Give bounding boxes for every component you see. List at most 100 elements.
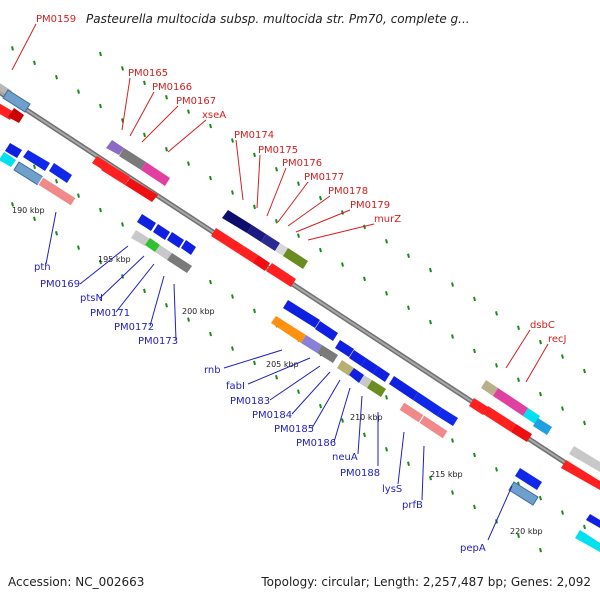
scale-label: 210 kbp: [350, 413, 383, 422]
gene-label-PM0186: PM0186: [296, 438, 336, 449]
tick-mark: [385, 239, 388, 244]
tick-mark: [275, 219, 278, 224]
gene-label-pth: pth: [34, 262, 51, 273]
tick-mark: [473, 296, 476, 302]
gene-block: [2, 89, 31, 113]
tick-mark: [429, 267, 432, 273]
gene-label-PM0167: PM0167: [176, 96, 216, 107]
tick-mark: [539, 495, 542, 501]
tick-mark: [209, 123, 212, 129]
bottom-leader-lines: [45, 211, 513, 541]
tick-mark: [11, 46, 14, 51]
tick-mark: [33, 216, 36, 222]
gene-block: [569, 446, 600, 472]
tick-mark: [539, 391, 542, 397]
gene-block: [481, 380, 498, 396]
gene-block: [389, 376, 418, 400]
gene-block: [349, 368, 364, 383]
gene-block: [275, 243, 288, 256]
gene-track-forward-upper: [0, 83, 600, 490]
gene-block: [561, 460, 600, 490]
tick-mark: [385, 291, 388, 296]
tick-mark: [143, 80, 146, 86]
gene-block: [283, 248, 308, 269]
gene-label-prfB: prfB: [402, 500, 423, 511]
tick-mark: [451, 334, 454, 339]
gene-block: [367, 380, 386, 397]
tick-mark: [99, 51, 102, 57]
tick-mark: [165, 303, 168, 308]
gene-block: [493, 388, 528, 416]
tick-mark: [253, 152, 256, 158]
tick-mark: [55, 74, 58, 80]
gene-label-murZ: murZ: [374, 214, 401, 225]
tick-mark: [297, 233, 300, 238]
gene-label-dsbC: dsbC: [530, 320, 555, 331]
gene-block: [349, 350, 366, 366]
tick-mark: [187, 161, 190, 166]
bottom-gene-labels: pth PM0169 ptsN PM0171 PM0172 PM0173 rnb…: [34, 262, 486, 554]
gene-block: [153, 224, 170, 240]
tick-mark: [539, 339, 542, 345]
gene-label-PM0173: PM0173: [138, 336, 178, 347]
gene-block: [413, 392, 442, 416]
tick-mark: [561, 406, 564, 411]
gene-block: [106, 140, 124, 155]
gene-label-PM0165: PM0165: [128, 68, 168, 79]
tick-mark: [231, 138, 234, 143]
tick-mark: [275, 167, 278, 172]
tick-mark: [561, 510, 564, 515]
gene-label-PM0183: PM0183: [230, 396, 270, 407]
map-title: Pasteurella multocida subsp. multocida s…: [86, 12, 470, 26]
gene-block: [253, 255, 270, 271]
gene-label-xseA: xseA: [202, 110, 226, 121]
gene-block: [315, 321, 338, 341]
scale-label: 200 kbp: [182, 307, 215, 316]
tick-mark: [341, 262, 344, 267]
tick-mark: [429, 319, 432, 325]
tick-mark: [517, 533, 520, 538]
tick-mark: [583, 420, 586, 426]
tick-mark: [209, 279, 212, 285]
gene-block: [101, 162, 130, 185]
scale-labels: 190 kbp 195 kbp 200 kbp 205 kbp 210 kbp …: [12, 206, 543, 536]
gene-block: [141, 162, 170, 186]
tick-mark: [231, 346, 234, 351]
gene-block: [5, 143, 22, 158]
tick-mark: [407, 305, 410, 310]
tick-mark: [77, 89, 80, 94]
tick-mark: [187, 317, 190, 322]
tick-mark: [583, 368, 586, 374]
tick-mark: [473, 504, 476, 510]
gene-block: [222, 210, 252, 233]
gene-block: [301, 335, 322, 353]
tick-mark: [517, 325, 520, 330]
tick-mark: [407, 461, 410, 466]
tick-mark: [187, 109, 190, 114]
gene-label-lysS: lysS: [382, 484, 402, 495]
gene-block: [37, 176, 77, 207]
tick-mark: [121, 222, 124, 227]
gene-block: [261, 234, 280, 251]
tick-mark: [99, 259, 102, 265]
gene-track-lower: [0, 143, 600, 552]
gene-block: [247, 225, 266, 242]
gene-block: [119, 148, 146, 170]
gene-label-PM0178: PM0178: [328, 186, 368, 197]
gene-block: [508, 481, 539, 506]
gene-block: [317, 345, 338, 363]
tick-mark: [209, 331, 212, 337]
gene-block: [239, 246, 258, 263]
top-leader-lines: [11, 23, 549, 383]
tick-mark: [165, 95, 168, 100]
gene-block: [523, 408, 540, 424]
tick-mark: [473, 348, 476, 354]
tick-mark: [539, 547, 542, 553]
tick-mark: [561, 354, 564, 359]
tick-mark: [385, 447, 388, 452]
tick-mark: [429, 475, 432, 481]
gene-block: [167, 253, 192, 273]
gene-label-PM0176: PM0176: [282, 158, 322, 169]
tick-mark: [11, 202, 14, 207]
